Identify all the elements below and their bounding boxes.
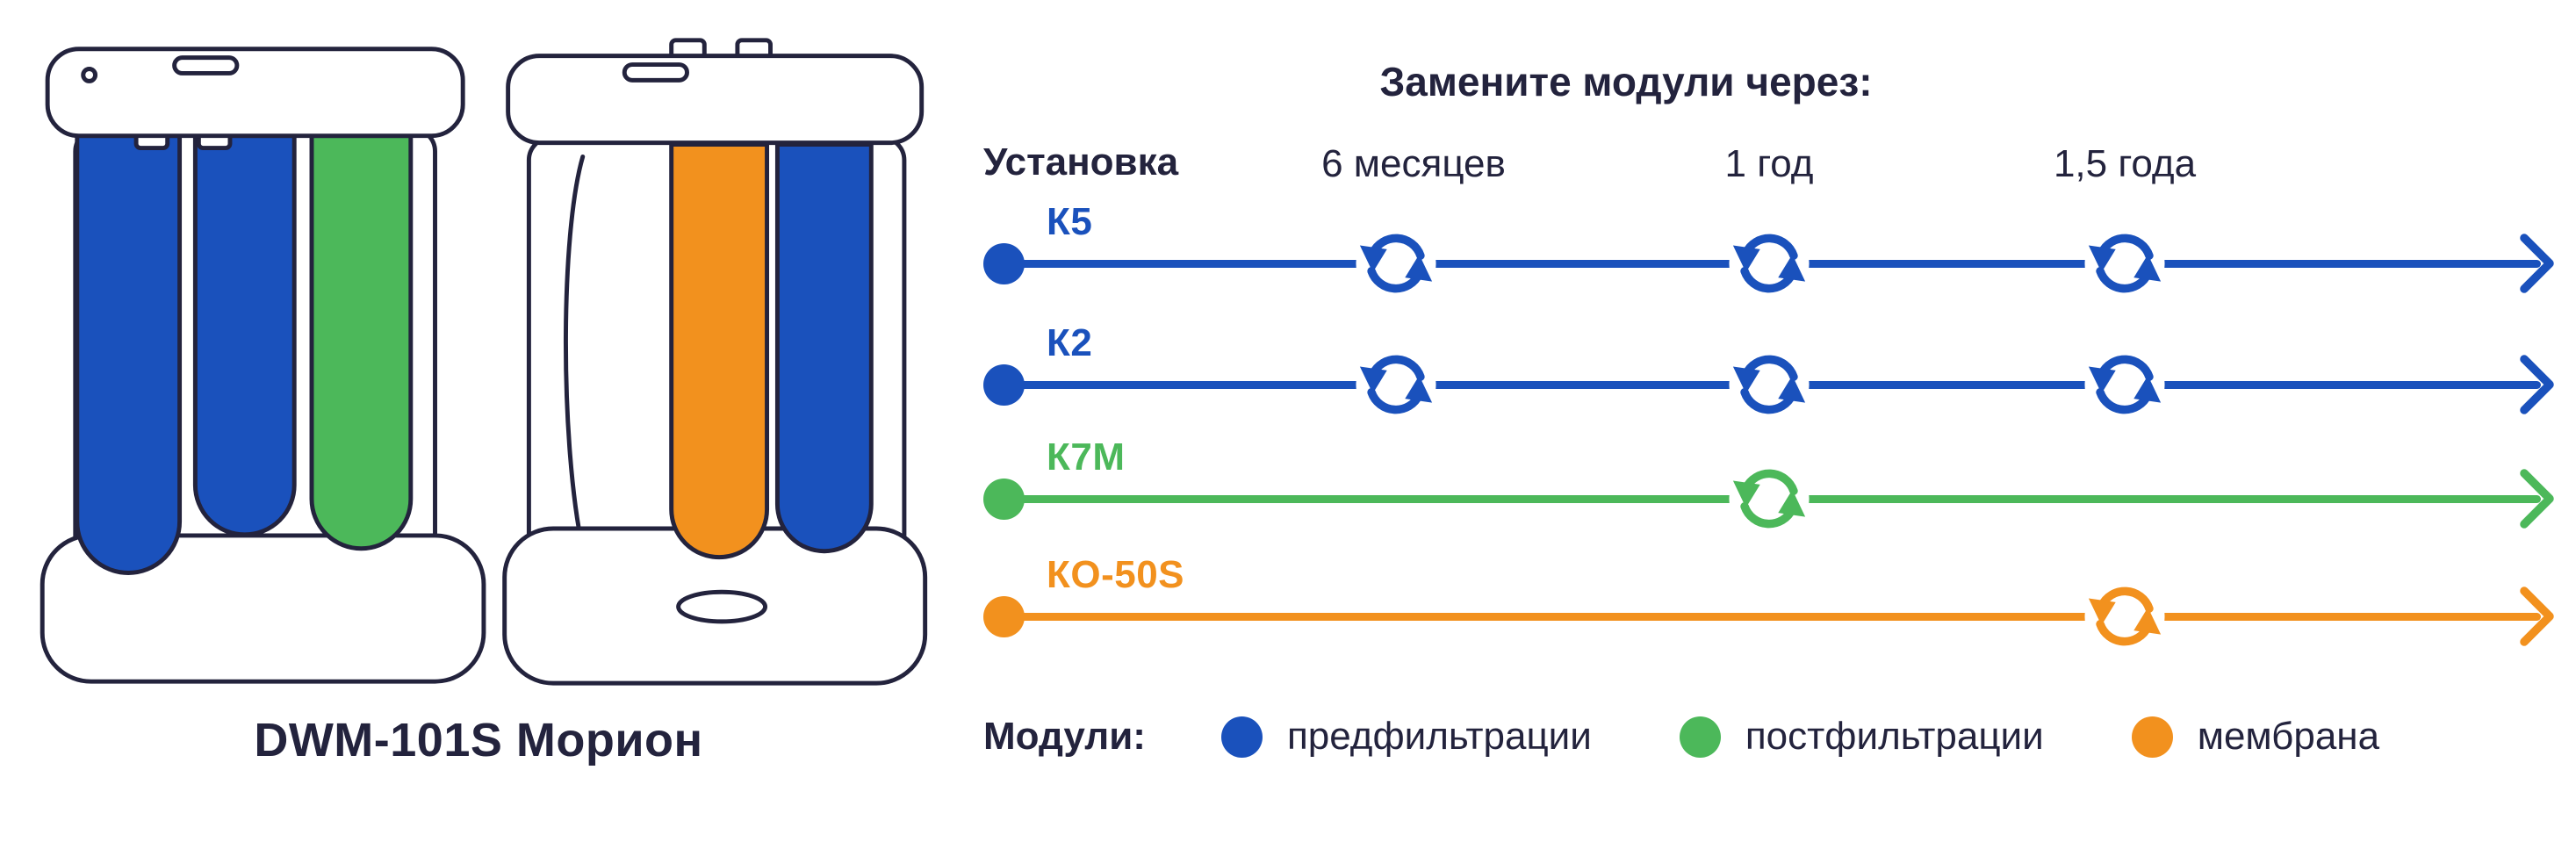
legend-item-membrane: мембрана — [2131, 715, 2380, 759]
sync-replace-icon — [2083, 343, 2166, 426]
module-label: К7М — [1047, 435, 1126, 479]
sync-replace-icon — [2083, 575, 2166, 658]
module-label: К2 — [1047, 321, 1093, 364]
legend-item-prefiltration: предфильтрации — [1220, 715, 1592, 759]
prefilter-module-2 — [192, 133, 297, 537]
module-label: КО-50S — [1047, 553, 1185, 596]
green-dot-icon — [1679, 716, 1721, 758]
prefilter-module — [774, 142, 874, 554]
lid-slot — [622, 62, 689, 83]
chevron-right-icon — [2518, 232, 2557, 295]
lid-detail — [81, 67, 98, 83]
sync-replace-icon — [2083, 222, 2166, 305]
legend-label: предфильтрации — [1286, 715, 1592, 758]
membrane-module — [669, 142, 770, 560]
sync-replace-icon — [1355, 343, 1437, 426]
water-filter-illustration — [40, 38, 928, 686]
housing-contour — [563, 154, 586, 552]
base-tray — [40, 533, 486, 684]
sync-replace-icon — [1728, 457, 1810, 540]
install-dot-icon — [983, 596, 1025, 637]
timeline-line — [1004, 613, 2541, 621]
install-dot-icon — [983, 479, 1025, 520]
install-dot-icon — [983, 364, 1025, 406]
device-caption: DWM-101S Морион — [254, 714, 703, 766]
chevron-right-icon — [2518, 585, 2557, 648]
base-slot — [676, 589, 768, 624]
device-side-view — [502, 38, 928, 686]
legend-title: Модули: — [983, 715, 1146, 758]
sync-replace-icon — [1728, 222, 1810, 305]
legend-label: мембрана — [2197, 715, 2380, 758]
postfilter-module — [309, 133, 414, 551]
sync-replace-icon — [1728, 343, 1810, 426]
lid-slot — [172, 55, 240, 76]
install-dot-icon — [983, 243, 1025, 284]
column-header-1-5-years: 1,5 года — [2053, 142, 2197, 185]
sync-replace-icon — [1355, 222, 1437, 305]
top-lid — [45, 47, 465, 139]
legend-label: постфильтрации — [1745, 715, 2044, 758]
prefilter-module-1 — [75, 133, 183, 575]
device-front-view — [40, 47, 486, 684]
install-column-header: Установка — [983, 140, 1179, 184]
orange-dot-icon — [2131, 716, 2173, 758]
legend-item-postfiltration: постфильтрации — [1679, 715, 2044, 759]
module-label: К5 — [1047, 200, 1093, 243]
blue-dot-icon — [1220, 716, 1263, 758]
timeline-title: Замените модули через: — [1379, 59, 1873, 104]
legend: Модули: предфильтрации постфильтрации ме… — [983, 715, 2467, 759]
column-header-6-months: 6 месяцев — [1321, 142, 1506, 185]
column-header-1-year: 1 год — [1724, 142, 1814, 185]
top-lid — [506, 54, 925, 146]
chevron-right-icon — [2518, 467, 2557, 530]
chevron-right-icon — [2518, 353, 2557, 416]
